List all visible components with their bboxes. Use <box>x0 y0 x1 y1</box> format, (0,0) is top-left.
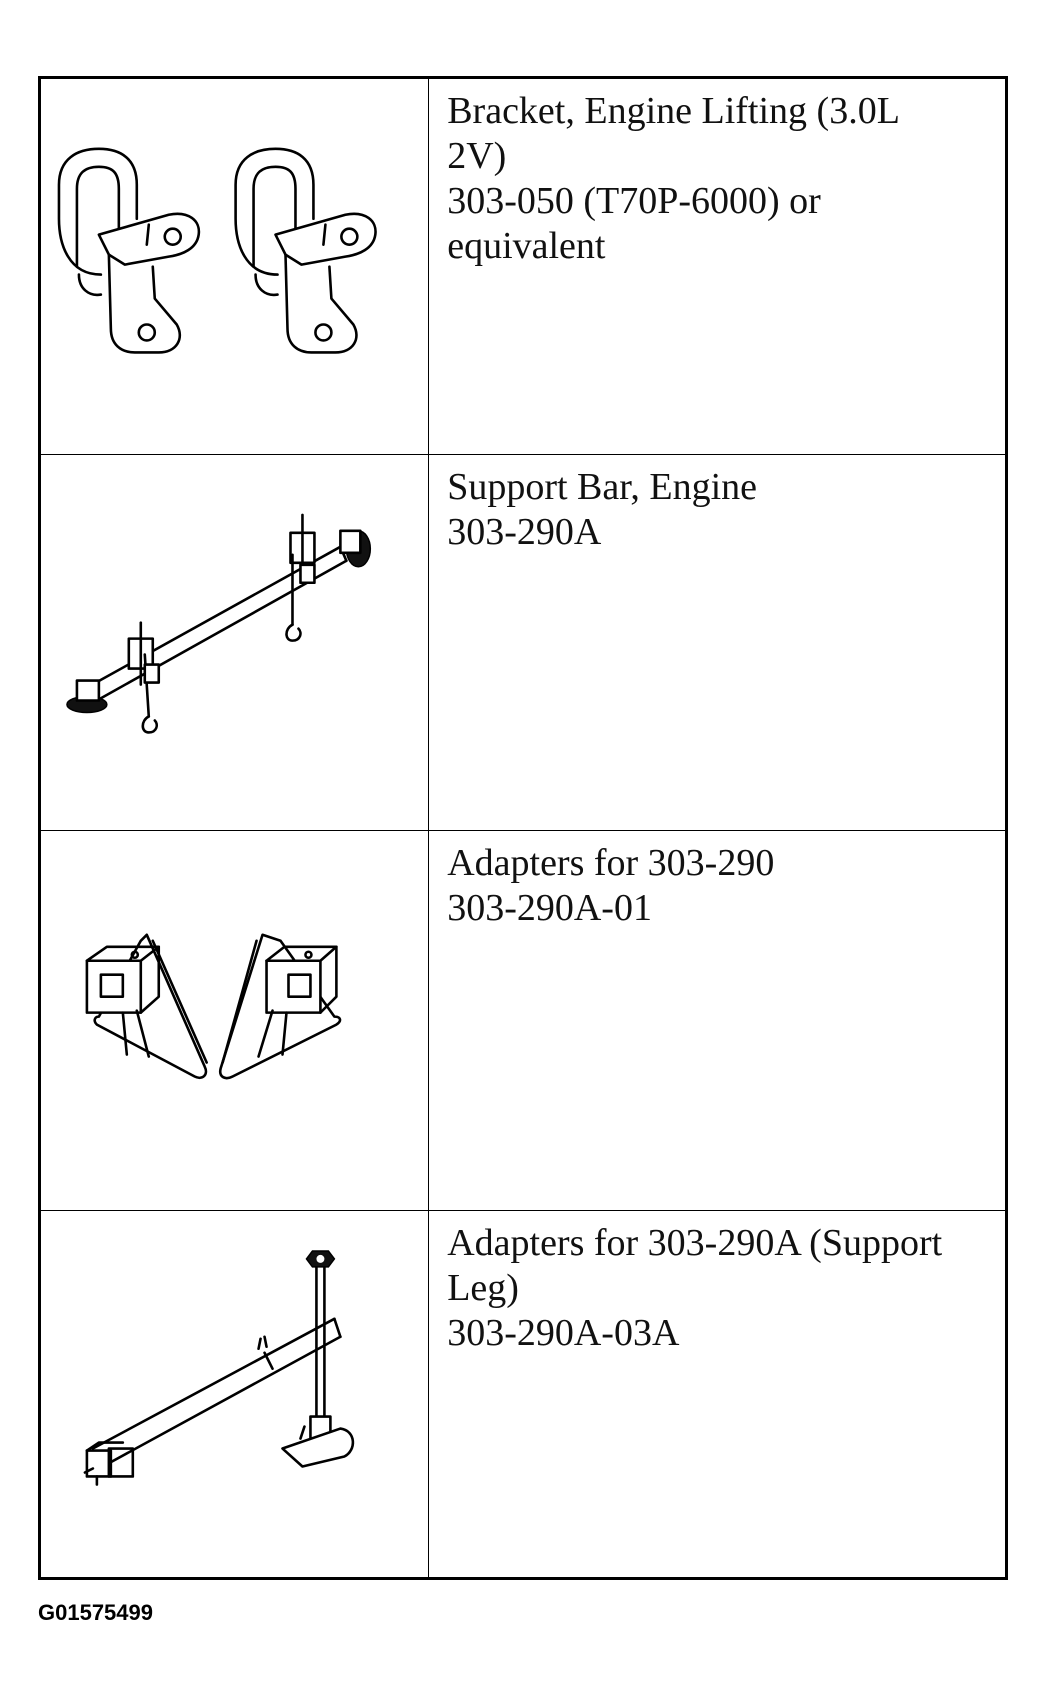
adapter-left <box>85 933 208 1080</box>
support-leg-adapter-icon <box>83 1249 355 1486</box>
special-tools-table: Bracket, Engine Lifting (3.0L 2V) 303-05… <box>38 76 1008 1580</box>
tool-row-support-leg-adapter: Adapters for 303-290A (Support Leg) 303-… <box>38 1209 1007 1580</box>
tool-name-line: 2V) <box>447 135 507 177</box>
tool-row-engine-support-bar: Support Bar, Engine 303-290A <box>38 454 1007 832</box>
engine-support-bar-icon <box>66 513 372 734</box>
tool-number-line: 303-290A-03A <box>447 1311 680 1354</box>
tool-description-cell: Adapters for 303-290 303-290A-01 <box>428 830 1007 1211</box>
tool-description-cell: Adapters for 303-290A (Support Leg) 303-… <box>428 1209 1007 1580</box>
bracket-left <box>57 147 201 354</box>
tool-illustration-cell <box>38 454 430 832</box>
adapter-right <box>218 933 342 1080</box>
tool-illustration-cell <box>38 1209 430 1580</box>
tool-row-adapters-303-290: Adapters for 303-290 303-290A-01 <box>38 830 1007 1211</box>
tool-name-line: Support Bar, Engine <box>447 466 758 509</box>
tool-description-cell: Bracket, Engine Lifting (3.0L 2V) 303-05… <box>428 76 1007 456</box>
figure-id: G01575499 <box>38 1600 153 1625</box>
tool-description-cell: Support Bar, Engine 303-290A <box>428 454 1007 832</box>
tool-name-line: Adapters for 303-290A (Support <box>447 1221 943 1264</box>
tool-name-line: Bracket, Engine Lifting (3.0L <box>447 90 900 132</box>
engine-lifting-bracket-icon <box>57 147 377 354</box>
bracket-right <box>234 147 377 354</box>
tool-row-engine-lifting-bracket: Bracket, Engine Lifting (3.0L 2V) 303-05… <box>38 76 1007 456</box>
tool-number-line: 303-050 (T70P-6000) or <box>447 180 821 222</box>
tool-number-line: 303-290A-01 <box>447 887 652 930</box>
tool-number-line: 303-290A <box>447 511 602 554</box>
adapter-blocks-icon <box>85 933 342 1080</box>
tool-illustration-cell <box>38 830 430 1211</box>
tool-note-line: equivalent <box>447 225 606 267</box>
tool-illustration-cell <box>38 76 430 456</box>
tool-name-line: Adapters for 303-290 <box>447 842 775 885</box>
tool-name-line: Leg) <box>447 1266 519 1309</box>
